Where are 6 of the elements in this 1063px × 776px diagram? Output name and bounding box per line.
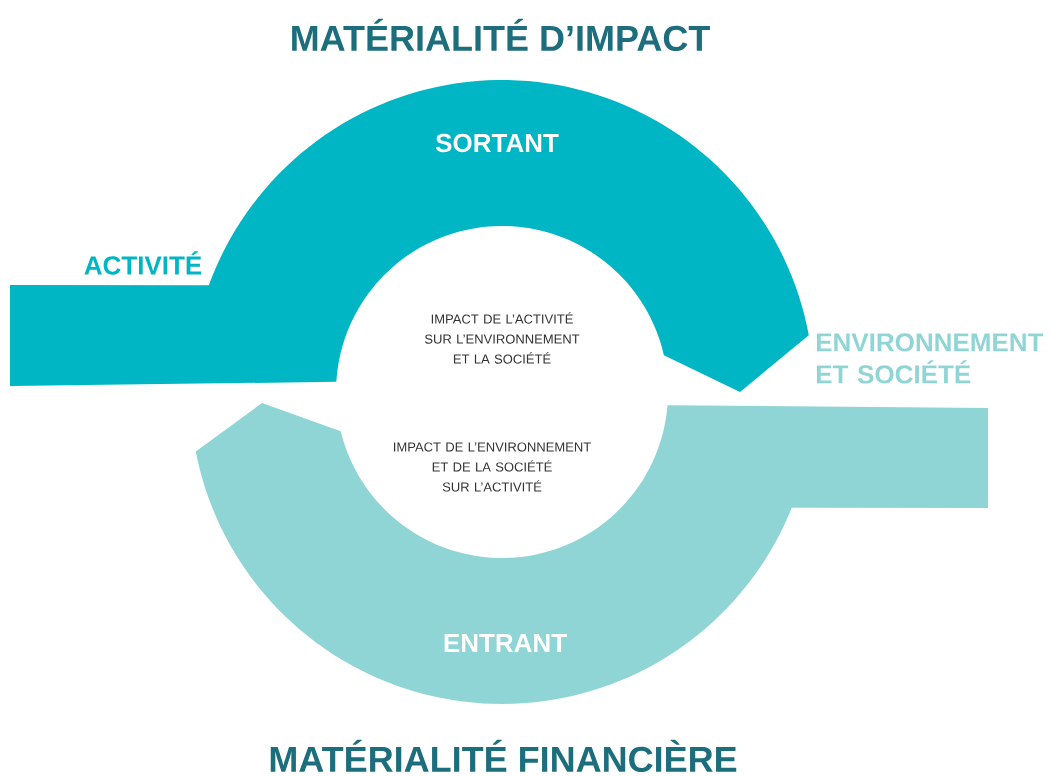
center-text: IMPACT DE L’ENVIRONNEMENT ET DE LA SOCIÉTÉ SUR L’ACTIVITÉ	[394, 442, 591, 492]
center-text: IMPACT DE L’ACTIVITÉ SUR L’ENVIRONNEMENT ET LA SOCIÉTÉ	[424, 312, 580, 364]
title: MATÉRIALITÉ D’IMPACT	[292, 18, 710, 52]
side-label: ACTIVITÉ	[84, 251, 202, 275]
side-label: ENVIRONNEMENT ET SOCIÉTÉ	[816, 333, 1044, 384]
caption: MATÉRIALITÉ FINANCIÈRE	[270, 739, 737, 773]
